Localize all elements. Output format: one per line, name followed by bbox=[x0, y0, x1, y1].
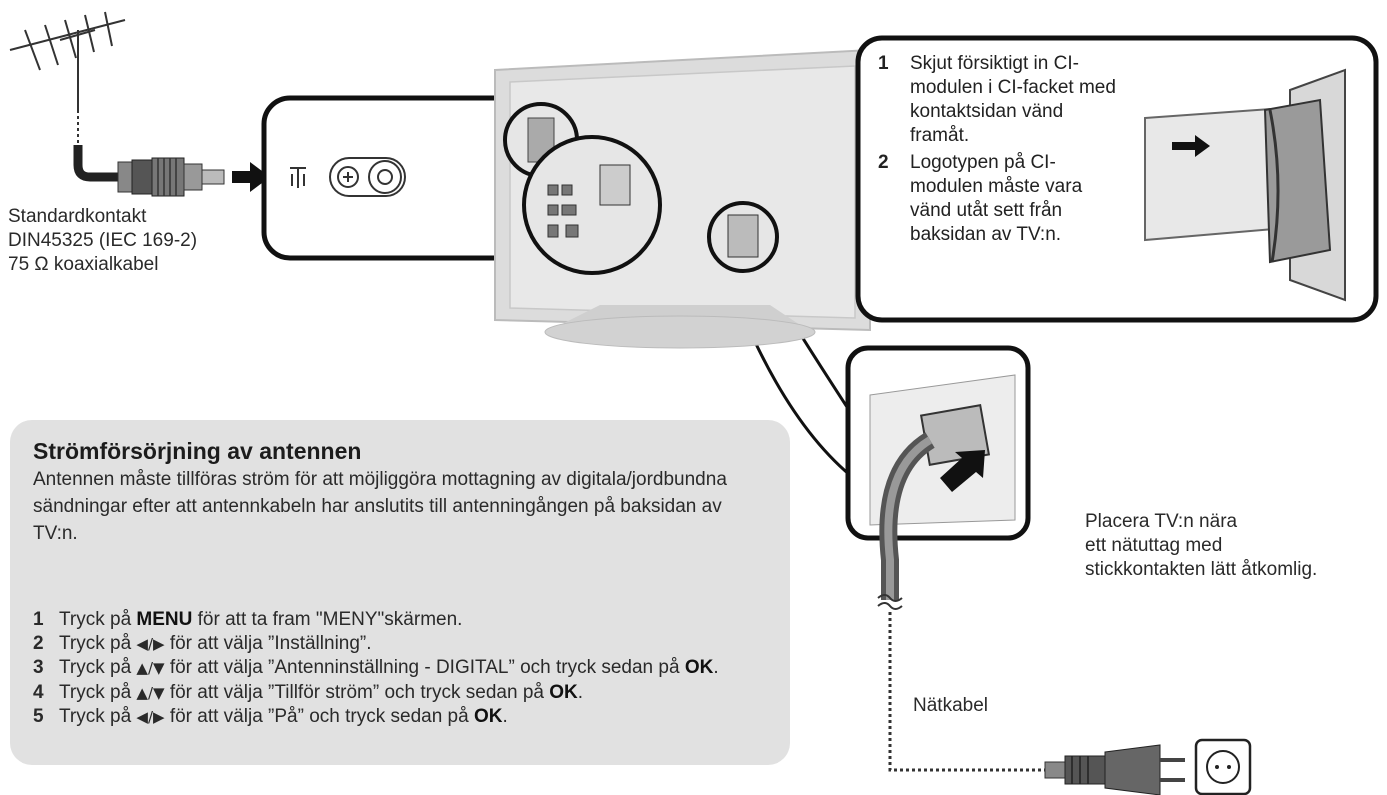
ci-step-2: 2 Logotypen på CI-modulen måste vara vän… bbox=[878, 151, 1118, 247]
antenna-caption-line2: DIN45325 (IEC 169-2) bbox=[8, 230, 198, 251]
outlet-caption-line2: ett nätuttag med bbox=[1085, 535, 1223, 556]
outlet-caption: Placera TV:n nära ett nätuttag med stick… bbox=[1085, 510, 1317, 582]
power-step-5: 5 Tryck på ◀/▶ för att välja ”På” och tr… bbox=[33, 705, 778, 730]
power-step-pre: Tryck på bbox=[59, 632, 137, 654]
antenna-icon bbox=[9, 11, 126, 110]
power-step-post: . bbox=[502, 706, 508, 727]
arrow-right-icon bbox=[1172, 135, 1210, 157]
outlet-caption-line1: Placera TV:n nära bbox=[1085, 511, 1238, 532]
power-step-1: 1 Tryck på MENU för att ta fram "MENY"sk… bbox=[33, 608, 778, 632]
ok-key-label: OK bbox=[684, 657, 714, 678]
wall-outlet-icon bbox=[1194, 738, 1252, 795]
antenna-caption-line3: 75 Ω koaxialkabel bbox=[8, 254, 159, 275]
ci-module-steps: 1 Skjut försiktigt in CI-modulen i CI-fa… bbox=[878, 52, 1118, 250]
antenna-power-box bbox=[10, 420, 790, 765]
power-step-number: 5 bbox=[33, 706, 44, 727]
antenna-power-title: Strömförsörjning av antennen bbox=[33, 438, 362, 464]
antenna-socket-icon bbox=[290, 157, 406, 197]
power-cable-dotted bbox=[888, 612, 1045, 772]
power-step-number: 2 bbox=[33, 632, 44, 654]
power-step-post: . bbox=[713, 657, 719, 678]
antenna-power-description: Antennen måste tillföras ström för att m… bbox=[33, 469, 727, 544]
power-plug-icon bbox=[1044, 744, 1185, 795]
power-step-4: 4 Tryck på ▲/▼ för att välja ”Tillför st… bbox=[33, 681, 778, 706]
power-step-mid: för att välja ”Tillför ström” och tryck … bbox=[164, 681, 550, 703]
power-step-number: 3 bbox=[33, 657, 44, 678]
outlet-caption-line3: stickkontakten lätt åtkomlig. bbox=[1085, 559, 1318, 580]
power-socket-icon bbox=[869, 374, 1016, 526]
power-step-post: . bbox=[577, 681, 584, 703]
power-step-pre: Tryck på bbox=[59, 706, 137, 727]
ci-step-text: Logotypen på CI-modulen måste vara vänd … bbox=[910, 152, 1083, 245]
ok-key-label: OK bbox=[549, 681, 578, 703]
tv-back-illustration bbox=[494, 48, 871, 349]
power-step-2: 2 Tryck på ◀/▶ för att välja ”Inställnin… bbox=[33, 632, 778, 657]
power-step-number: 1 bbox=[33, 609, 44, 630]
left-right-arrows-icon: ◀/▶ bbox=[136, 708, 165, 726]
ok-key-label: OK bbox=[473, 706, 503, 727]
power-cable-label: Nätkabel bbox=[913, 695, 988, 716]
up-down-arrows-icon: ▲/▼ bbox=[136, 659, 165, 677]
power-step-mid: för att välja ”Antenninställning - DIGIT… bbox=[164, 657, 685, 678]
left-right-arrows-icon: ◀/▶ bbox=[136, 634, 165, 653]
power-step-mid: för att välja ”Inställning”. bbox=[164, 632, 372, 654]
ci-step-number: 1 bbox=[878, 53, 889, 74]
ci-module-callout bbox=[855, 35, 1379, 323]
arrow-up-left-icon bbox=[940, 450, 985, 492]
coax-cable bbox=[73, 145, 125, 182]
power-step-pre: Tryck på bbox=[59, 657, 137, 678]
antenna-caption-line1: Standardkontakt bbox=[8, 206, 147, 227]
ci-step-1: 1 Skjut försiktigt in CI-modulen i CI-fa… bbox=[878, 52, 1118, 148]
power-step-3: 3 Tryck på ▲/▼ för att välja ”Antenninst… bbox=[33, 656, 778, 681]
up-down-arrows-icon: ▲/▼ bbox=[136, 683, 165, 702]
power-step-number: 4 bbox=[33, 681, 44, 703]
power-step-pre: Tryck på bbox=[59, 681, 137, 703]
power-step-pre: Tryck på bbox=[59, 609, 137, 630]
ci-step-text: Skjut försiktigt in CI-modulen i CI-fack… bbox=[910, 53, 1116, 146]
power-step-mid: för att ta fram "MENY"skärmen. bbox=[192, 609, 463, 630]
antenna-caption: Standardkontakt DIN45325 (IEC 169-2) 75 … bbox=[8, 205, 197, 277]
ci-step-number: 2 bbox=[878, 152, 889, 173]
menu-key-label: MENU bbox=[136, 609, 193, 630]
power-step-mid: för att välja ”På” och tryck sedan på bbox=[164, 706, 474, 727]
antenna-power-steps: 1 Tryck på MENU för att ta fram "MENY"sk… bbox=[33, 608, 778, 730]
arrow-right-icon bbox=[232, 162, 270, 192]
ci-module-icon bbox=[1144, 68, 1346, 302]
coax-plug-icon bbox=[117, 157, 225, 197]
